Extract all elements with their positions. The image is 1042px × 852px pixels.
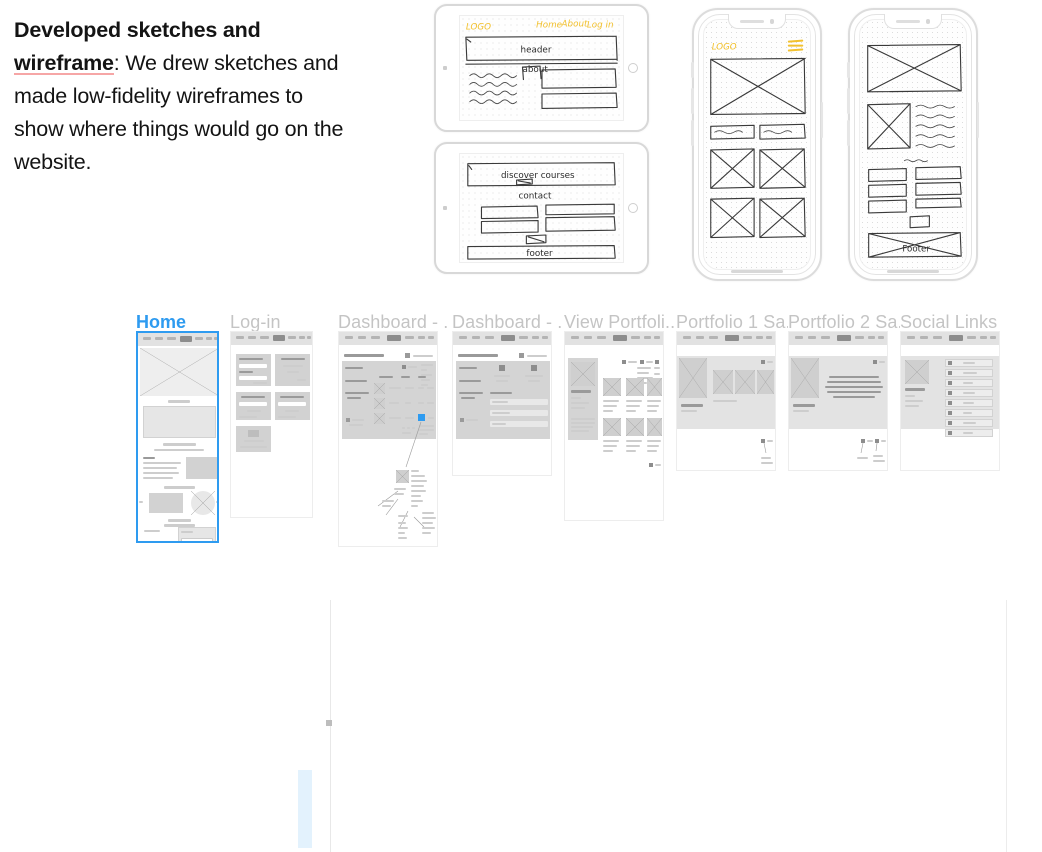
phone-power-button: [820, 102, 823, 138]
tablet-sketch-courses: discover courses contact footer: [434, 142, 649, 274]
scroll-highlight: [298, 770, 312, 848]
svg-text:Log in: Log in: [587, 21, 614, 31]
gallery-pane-dashboard-a[interactable]: Dashboard - ...: [338, 300, 450, 552]
pane-title-social-links: Social Links: [900, 312, 998, 332]
tablet-camera-dot: [443, 66, 447, 70]
phone-volume-up-button: [691, 88, 694, 114]
gallery-pane-portfolio-1[interactable]: Portfolio 1 Sa...: [676, 300, 788, 552]
tablet-screen-homepage: LOGO Home About Log in header about: [459, 15, 624, 121]
pane-title-dashboard-a: Dashboard - ...: [338, 312, 450, 332]
thumbnail-dashboard-a[interactable]: [338, 331, 438, 547]
thumbnail-home[interactable]: [136, 331, 219, 543]
description-body: : We drew sketches and made low-fidelity…: [14, 51, 344, 174]
thumb-navbar-p2: [789, 332, 887, 345]
thumb-navbar-sl: [901, 332, 999, 345]
tablet-home-button: [628, 63, 638, 73]
phone2-front-camera: [925, 19, 930, 24]
description-lead: Developed sketches and: [14, 18, 261, 42]
phone2-notch: [884, 14, 942, 29]
pane-divider: [330, 600, 331, 852]
svg-text:about: about: [522, 65, 548, 75]
phone-volume-down-button: [691, 120, 694, 146]
thumb-navbar: [138, 333, 217, 346]
phone2-mute-button: [847, 62, 850, 78]
pane-title-login: Log-in: [230, 312, 281, 332]
svg-text:contact: contact: [519, 191, 552, 201]
thumbnail-login[interactable]: [230, 331, 313, 518]
thumb-navbar-vp: [565, 332, 663, 345]
phone-sketch-home: LOGO: [691, 8, 823, 281]
pane-title-home: Home: [136, 312, 187, 332]
thumbnail-social-links[interactable]: [900, 331, 1000, 471]
thumb-navbar-p1: [677, 332, 775, 345]
phone2-home-indicator: [887, 270, 939, 273]
thumbnail-dashboard-b[interactable]: [452, 331, 552, 476]
phone-speaker: [740, 20, 764, 23]
svg-text:footer: footer: [526, 249, 553, 259]
svg-text:About: About: [561, 20, 589, 30]
annotation-thumb: [396, 470, 409, 483]
gallery-pane-dashboard-b[interactable]: Dashboard - ...: [452, 300, 564, 552]
pane-title-portfolio-1: Portfolio 1 Sa...: [676, 312, 788, 332]
phone-mute-button: [691, 62, 694, 78]
wireframe-gallery: Home: [0, 300, 1042, 852]
phone-notch: [728, 14, 786, 29]
description-underlined-term: wireframe: [14, 51, 114, 75]
tablet-sketch-homepage: LOGO Home About Log in header about: [434, 4, 649, 132]
phone-front-camera: [769, 19, 774, 24]
svg-text:Home: Home: [536, 21, 562, 31]
thumb-navbar-da: [339, 332, 437, 345]
pane-title-view-portfolio: View Portfoli...: [564, 312, 676, 332]
pane-title-portfolio-2: Portfolio 2 Sa...: [788, 312, 900, 332]
svg-text:discover courses: discover courses: [501, 171, 575, 181]
phone2-speaker: [896, 20, 920, 23]
thumb-navbar-db: [453, 332, 551, 345]
thumbnail-portfolio-1[interactable]: [676, 331, 776, 471]
sketch-gallery: LOGO Home About Log in header about: [420, 0, 1042, 292]
hamburger-icon: [787, 39, 804, 52]
description-paragraph: Developed sketches and wireframe: We dre…: [14, 14, 344, 179]
gallery-pane-view-portfolio[interactable]: View Portfoli...: [564, 300, 676, 552]
gallery-pane-social-links[interactable]: Social Links: [900, 300, 1012, 552]
gallery-pane-home[interactable]: Home: [126, 300, 226, 552]
tablet-home-button-2: [628, 203, 638, 213]
highlight-marker: [418, 414, 425, 421]
svg-text:header: header: [521, 46, 552, 56]
phone-sketch-detail: Footer: [847, 8, 979, 281]
gallery-right-edge: [1006, 600, 1007, 852]
thumbnail-portfolio-2[interactable]: [788, 331, 888, 471]
phone2-power-button: [976, 102, 979, 138]
thumb-navbar-login: [231, 332, 312, 345]
svg-text:Footer: Footer: [902, 244, 930, 254]
gallery-pane-portfolio-2[interactable]: Portfolio 2 Sa...: [788, 300, 900, 552]
phone-home-indicator: [731, 270, 783, 273]
phone2-volume-up-button: [847, 88, 850, 114]
sketch-logo-text: LOGO: [466, 23, 491, 33]
tablet-screen-courses: discover courses contact footer: [459, 153, 624, 263]
sketch-logo-text-phone: LOGO: [712, 42, 737, 52]
tablet-camera-dot-2: [443, 206, 447, 210]
gallery-pane-login[interactable]: Log-in: [226, 300, 330, 552]
divider-handle[interactable]: [326, 720, 332, 726]
phone-screen-detail: Footer: [859, 19, 967, 270]
phone2-volume-down-button: [847, 120, 850, 146]
phone-screen-home: LOGO: [703, 19, 811, 270]
thumbnail-view-portfolio[interactable]: [564, 331, 664, 521]
pane-title-dashboard-b: Dashboard - ...: [452, 312, 564, 332]
